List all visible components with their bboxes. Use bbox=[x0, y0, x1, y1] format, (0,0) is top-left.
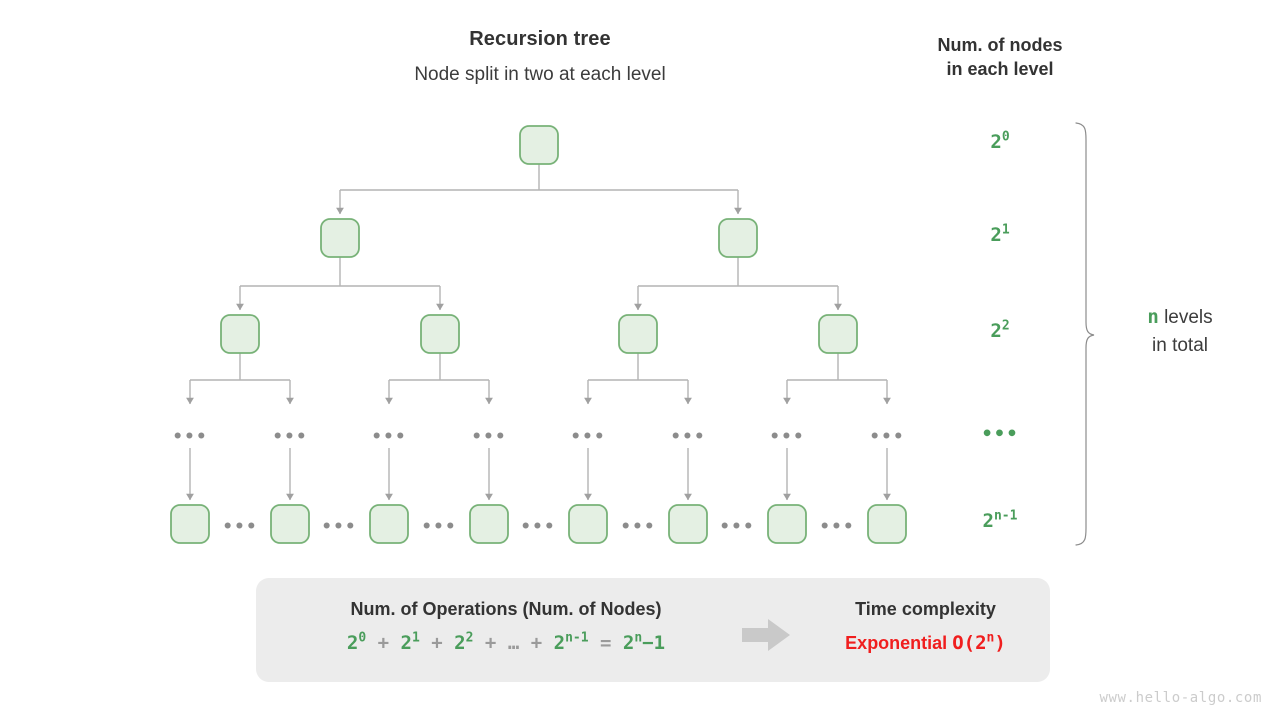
formula-term-5-tail: −1 bbox=[642, 632, 666, 654]
level-count-base: 2 bbox=[982, 510, 994, 532]
summary-operations-heading: Num. of Operations (Num. of Nodes) bbox=[350, 599, 662, 619]
tree-ellipsis: ••• bbox=[222, 517, 258, 537]
tree-node bbox=[369, 504, 409, 544]
level-count-label-1: 21 bbox=[940, 224, 1060, 246]
tree-ellipsis: ••• bbox=[819, 517, 855, 537]
nodes-per-level-title-line2: in each level bbox=[946, 59, 1054, 79]
formula-term-4: 2 bbox=[553, 632, 566, 654]
tree-node bbox=[718, 218, 758, 258]
total-levels-line2: in total bbox=[1152, 335, 1208, 356]
tree-ellipsis: ••• bbox=[471, 427, 507, 447]
complexity-bigo-base: O(2 bbox=[952, 632, 987, 654]
level-count-label-last: 2n-1 bbox=[940, 510, 1060, 532]
nodes-per-level-title-line1: Num. of nodes bbox=[937, 35, 1063, 55]
complexity-bigo: O(2n) bbox=[952, 632, 1006, 654]
tree-ellipsis: ••• bbox=[421, 517, 457, 537]
formula-term-3: 2 bbox=[454, 632, 466, 654]
level-count-label-0: 20 bbox=[940, 131, 1060, 153]
right-arrow-icon bbox=[742, 619, 790, 651]
watermark: www.hello-algo.com bbox=[1099, 690, 1262, 706]
summary-formula: 20 + 21 + 22 + … + 2n-1 = 2n−1 bbox=[256, 632, 756, 654]
formula-term-2-exp: 1 bbox=[411, 630, 420, 646]
formula-term-4-exp: n-1 bbox=[565, 630, 589, 646]
tree-ellipsis: ••• bbox=[769, 427, 805, 447]
tree-ellipsis: ••• bbox=[620, 517, 656, 537]
summary-complexity-value: Exponential O(2n) bbox=[801, 632, 1050, 654]
page-subtitle: Node split in two at each level bbox=[414, 64, 666, 85]
tree-node bbox=[767, 504, 807, 544]
brace-path bbox=[1075, 122, 1095, 546]
formula-term-1-exp: 0 bbox=[358, 630, 367, 646]
tree-node bbox=[519, 125, 559, 165]
tree-ellipsis: ••• bbox=[172, 427, 208, 447]
page-title: Recursion tree bbox=[469, 28, 611, 50]
formula-term-3-exp: 2 bbox=[465, 630, 474, 646]
summary-operations-section: Num. of Operations (Num. of Nodes) 20 + … bbox=[256, 599, 756, 654]
tree-node bbox=[469, 504, 509, 544]
tree-ellipsis: ••• bbox=[570, 427, 606, 447]
complexity-word: Exponential bbox=[845, 633, 948, 653]
summary-complexity-heading: Time complexity bbox=[855, 599, 996, 619]
tree-node bbox=[818, 314, 858, 354]
tree-ellipsis: ••• bbox=[371, 427, 407, 447]
tree-node bbox=[668, 504, 708, 544]
formula-ellipsis: … bbox=[507, 632, 520, 654]
formula-equals: = bbox=[600, 632, 612, 654]
tree-node bbox=[618, 314, 658, 354]
tree-ellipsis: ••• bbox=[321, 517, 357, 537]
formula-term-5-exp: n bbox=[634, 630, 643, 646]
tree-node bbox=[270, 504, 310, 544]
formula-op-3: + bbox=[484, 632, 497, 654]
tree-ellipsis: ••• bbox=[520, 517, 556, 537]
formula-term-5: 2 bbox=[622, 632, 635, 654]
nodes-per-level-title: Num. of nodes in each level bbox=[900, 33, 1100, 81]
formula-op-4: + bbox=[530, 632, 543, 654]
summary-panel: Num. of Operations (Num. of Nodes) 20 + … bbox=[256, 578, 1050, 682]
total-levels-variable: n bbox=[1147, 306, 1159, 328]
level-count-exponent: 0 bbox=[1001, 129, 1010, 145]
tree-node bbox=[867, 504, 907, 544]
level-count-exponent: n-1 bbox=[993, 508, 1018, 524]
tree-ellipsis: ••• bbox=[272, 427, 308, 447]
level-count-base: 2 bbox=[990, 131, 1002, 153]
level-count-exponent: 1 bbox=[1001, 222, 1010, 238]
tree-node bbox=[220, 314, 260, 354]
formula-term-1: 2 bbox=[346, 632, 359, 654]
level-count-label-ellipsis: ••• bbox=[981, 423, 1019, 445]
total-levels-label: n levels in total bbox=[1105, 303, 1255, 360]
total-levels-line1: levels bbox=[1164, 307, 1213, 328]
summary-complexity-section: Time complexity Exponential O(2n) bbox=[801, 599, 1050, 654]
tree-ellipsis: ••• bbox=[869, 427, 905, 447]
tree-node bbox=[170, 504, 210, 544]
tree-ellipsis: ••• bbox=[670, 427, 706, 447]
tree-ellipsis: ••• bbox=[719, 517, 755, 537]
tree-node bbox=[568, 504, 608, 544]
complexity-bigo-tail: ) bbox=[994, 632, 1006, 654]
formula-op-2: + bbox=[431, 632, 443, 654]
formula-term-2: 2 bbox=[400, 632, 412, 654]
level-count-exponent: 2 bbox=[1001, 318, 1010, 334]
level-count-base: 2 bbox=[990, 224, 1002, 246]
level-count-label-2: 22 bbox=[940, 320, 1060, 342]
tree-node bbox=[320, 218, 360, 258]
complexity-bigo-exp: n bbox=[986, 630, 995, 646]
level-count-base: 2 bbox=[990, 320, 1002, 342]
tree-node bbox=[420, 314, 460, 354]
formula-op-1: + bbox=[377, 632, 390, 654]
